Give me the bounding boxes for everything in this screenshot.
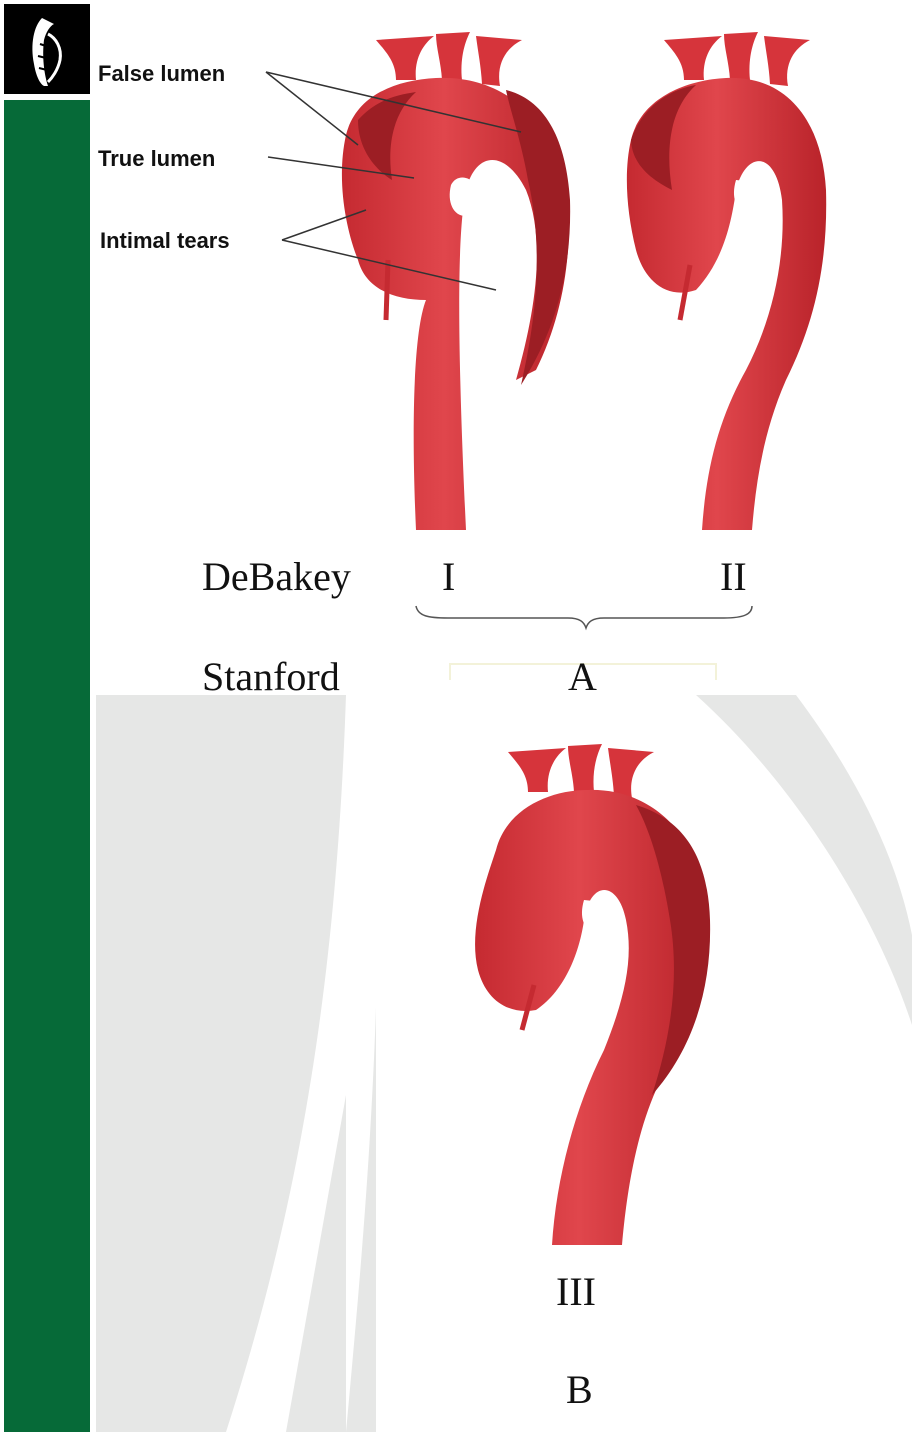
sidebar-band: [4, 100, 90, 1432]
type-i-label: I: [442, 553, 455, 600]
aorta-illustrations: [96, 0, 912, 1432]
true-lumen-label: True lumen: [98, 146, 215, 172]
debakey-label: DeBakey: [202, 553, 351, 600]
stanford-b-label: B: [566, 1366, 593, 1413]
stanford-label: Stanford: [202, 653, 340, 700]
aorta-type-iii: [475, 744, 710, 1245]
brace-type-a: [416, 606, 752, 628]
aorta-type-ii: [627, 32, 826, 530]
logo: [4, 4, 90, 94]
aortic-dissection-diagram: False lumen True lumen Intimal tears DeB…: [96, 0, 912, 1432]
intimal-tears-label: Intimal tears: [100, 228, 230, 254]
type-iii-label: III: [556, 1268, 596, 1315]
type-ii-label: II: [720, 553, 747, 600]
stanford-a-label: A: [568, 653, 597, 700]
logo-icon: [4, 4, 90, 94]
false-lumen-label: False lumen: [98, 61, 225, 87]
